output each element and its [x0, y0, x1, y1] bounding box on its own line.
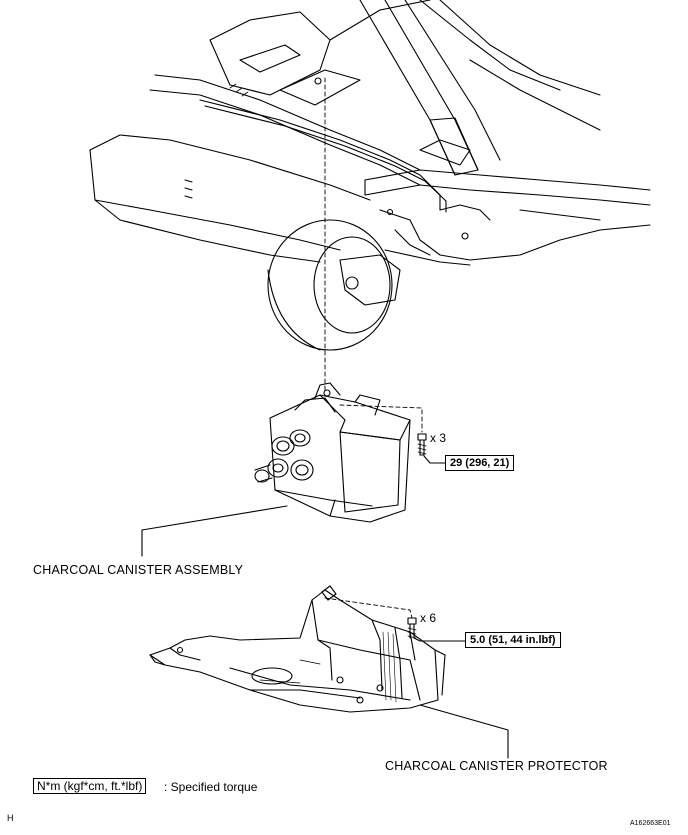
canister-assembly-label: CHARCOAL CANISTER ASSEMBLY — [33, 563, 244, 577]
canister-bolt-icon — [417, 433, 427, 456]
charcoal-canister-illustration — [254, 382, 411, 523]
protector-bolt-quantity: x 6 — [420, 611, 437, 625]
torque-unit-legend-box: N*m (kgf*cm, ft.*lbf) — [33, 778, 147, 794]
figure-id: A162663E01 — [630, 820, 671, 827]
canister-protector-label: CHARCOAL CANISTER PROTECTOR — [385, 759, 608, 773]
canister-protector-illustration — [149, 585, 446, 713]
canister-bolt-quantity: x 3 — [430, 431, 447, 445]
protector-torque-leader — [413, 637, 466, 642]
canister-torque-value: 29 (296, 21) — [445, 455, 515, 471]
protector-torque-value: 5.0 (51, 44 in.lbf) — [465, 632, 561, 648]
canister-label-leader — [141, 505, 288, 557]
corner-letter: H — [7, 813, 14, 823]
alignment-lines — [324, 77, 423, 619]
protector-bolt-icon — [407, 617, 417, 639]
protector-label-leader — [419, 704, 509, 759]
torque-legend-description: : Specified torque — [164, 780, 258, 794]
canister-torque-leader — [423, 455, 446, 464]
vehicle-underbody-illustration — [89, 0, 651, 351]
